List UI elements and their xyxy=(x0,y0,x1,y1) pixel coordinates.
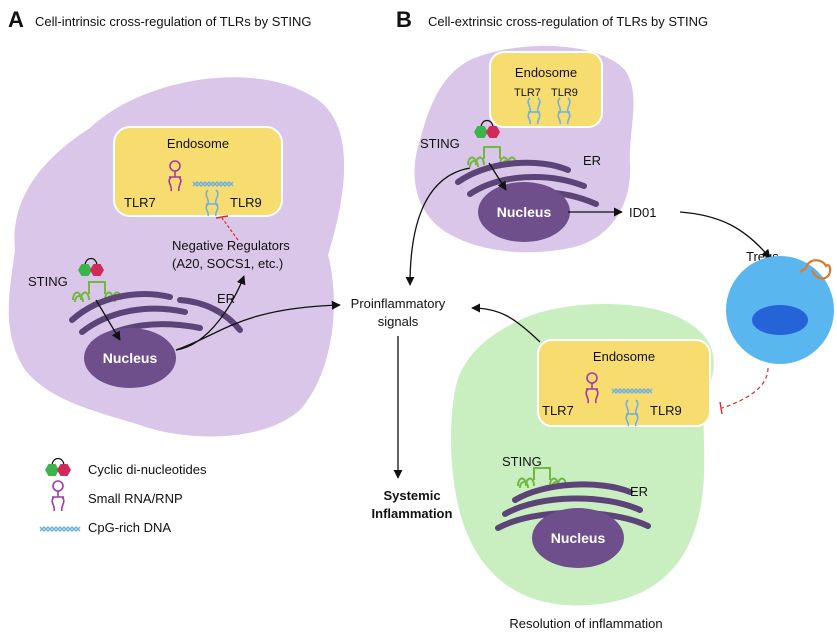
tlr9-b-top-label: TLR9 xyxy=(551,87,578,99)
negative-regulators-line2: (A20, SOCS1, etc.) xyxy=(172,256,283,271)
systemic-line2: Inflammation xyxy=(372,506,453,521)
arrow-nucleus-a-proinflammatory xyxy=(175,300,341,351)
nucleus-a-label: Nucleus xyxy=(103,350,158,366)
er-a xyxy=(69,291,243,347)
legend-cdn-icon xyxy=(44,457,72,477)
er-a-label: ER xyxy=(217,291,235,306)
tlr7-b-bottom-label: TLR7 xyxy=(542,403,574,418)
tlr7-a-label: TLR7 xyxy=(124,195,156,210)
legend-dna-label: CpG-rich DNA xyxy=(88,520,171,535)
proinflammatory-line1: Proinflammatory xyxy=(351,296,446,311)
systemic-line1: Systemic xyxy=(383,488,440,503)
arrow-bottom-cell-proinflammatory xyxy=(471,303,541,343)
arrow-id01-tregs xyxy=(679,211,771,259)
nucleus-a xyxy=(84,328,176,388)
legend-rna-label: Small RNA/RNP xyxy=(88,491,183,506)
endosome-b-bottom xyxy=(537,339,711,427)
panel-a-title: Cell-intrinsic cross-regulation of TLRs … xyxy=(35,14,311,29)
nucleus-b-bottom xyxy=(532,508,624,568)
panel-b-letter: B xyxy=(396,7,412,32)
arrow-nucleus-negreg xyxy=(175,275,246,351)
er-b-bottom-label: ER xyxy=(630,484,648,499)
endosome-b-top-label: Endosome xyxy=(515,65,577,80)
legend-rna-icon xyxy=(51,480,65,512)
panel-a-letter: A xyxy=(8,7,24,32)
tlr7-b-top-label: TLR7 xyxy=(514,87,541,99)
tlr9-b-bottom-label: TLR9 xyxy=(650,403,682,418)
arrow-sting-b-proinflammatory xyxy=(405,167,471,286)
nucleus-b-top-label: Nucleus xyxy=(497,204,552,220)
treg-nucleus xyxy=(752,305,808,335)
negative-regulators-line1: Negative Regulators xyxy=(172,238,290,253)
sting-b-bottom-label: STING xyxy=(502,454,542,469)
inhibit-arrow-treg xyxy=(721,367,769,409)
legend-dna-icon xyxy=(39,526,81,532)
sting-b-top-label: STING xyxy=(420,136,460,151)
resolution-label: Resolution of inflammation xyxy=(509,616,662,631)
treg-receptor-icon xyxy=(799,259,832,280)
er-b-top-label: ER xyxy=(583,153,601,168)
panel-b-title: Cell-extrinsic cross-regulation of TLRs … xyxy=(428,14,708,29)
endosome-b-bottom-label: Endosome xyxy=(593,349,655,364)
nucleus-b-top xyxy=(478,182,570,242)
arrow-sting-nucleus-a xyxy=(95,299,121,341)
endosome-a xyxy=(113,126,283,217)
tlr9-a-label: TLR9 xyxy=(230,195,262,210)
legend-cdn-label: Cyclic di-nucleotides xyxy=(88,462,207,477)
proinflammatory-line2: signals xyxy=(378,314,419,329)
sting-a-label: STING xyxy=(28,274,68,289)
id01-label: ID01 xyxy=(629,205,656,220)
arrow-sting-nucleus-b xyxy=(488,162,507,191)
inhibit-arrow-a xyxy=(221,217,239,241)
endosome-b-top xyxy=(489,51,603,128)
nucleus-b-bottom-label: Nucleus xyxy=(551,530,606,546)
endosome-a-label: Endosome xyxy=(167,136,229,151)
